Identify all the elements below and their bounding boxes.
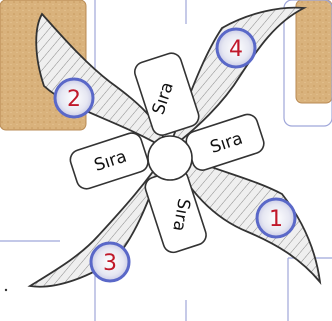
badge-3[interactable]: 3 [91, 243, 129, 281]
pinwheel: Sıra Sıra Sıra Sıra 2 4 1 3 [30, 8, 320, 287]
badge-2-number: 2 [67, 87, 81, 112]
background-board-right [284, 0, 332, 126]
badge-1-number: 1 [269, 207, 283, 232]
stray-dot [5, 289, 7, 291]
badge-3-number: 3 [103, 251, 117, 276]
badge-4-number: 4 [229, 37, 243, 62]
badge-2[interactable]: 2 [55, 79, 93, 117]
badge-1[interactable]: 1 [257, 199, 295, 237]
pinwheel-hub[interactable] [148, 136, 192, 180]
badge-4[interactable]: 4 [217, 29, 255, 67]
